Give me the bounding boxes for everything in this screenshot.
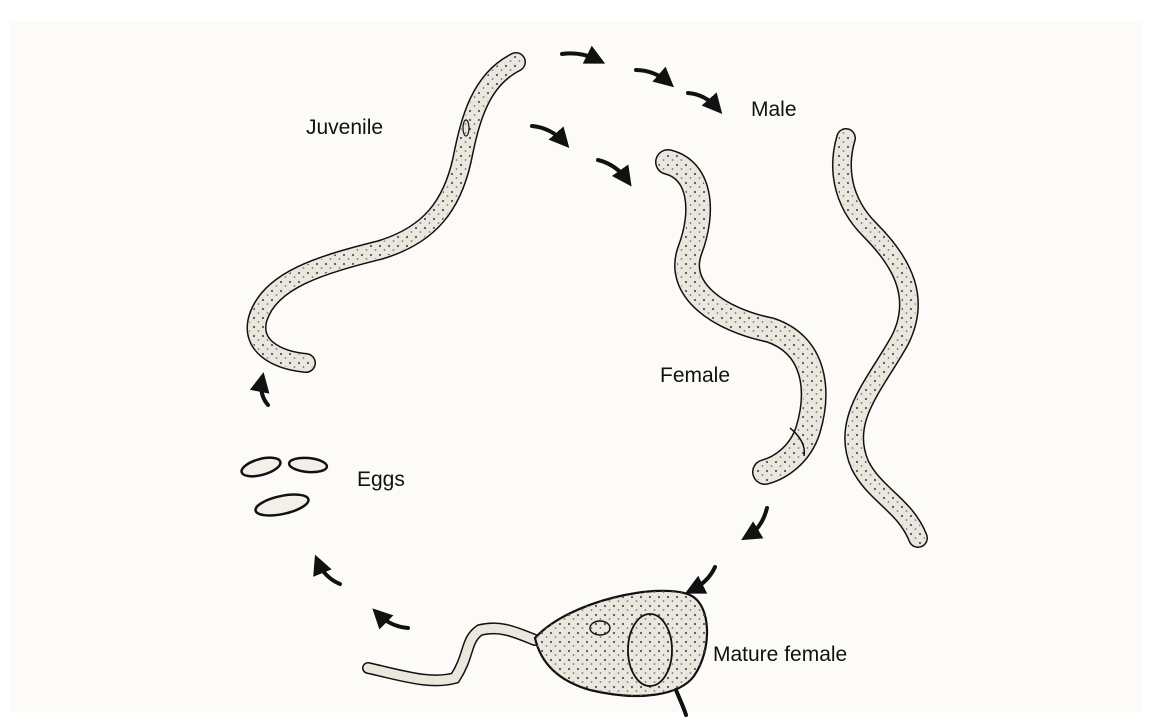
label-female: Female [660, 364, 730, 388]
diagram-panel [10, 22, 1141, 712]
label-eggs: Eggs [357, 468, 405, 492]
label-mature-female: Mature female [713, 643, 847, 667]
label-male: Male [751, 98, 797, 122]
label-juvenile: Juvenile [306, 116, 383, 140]
